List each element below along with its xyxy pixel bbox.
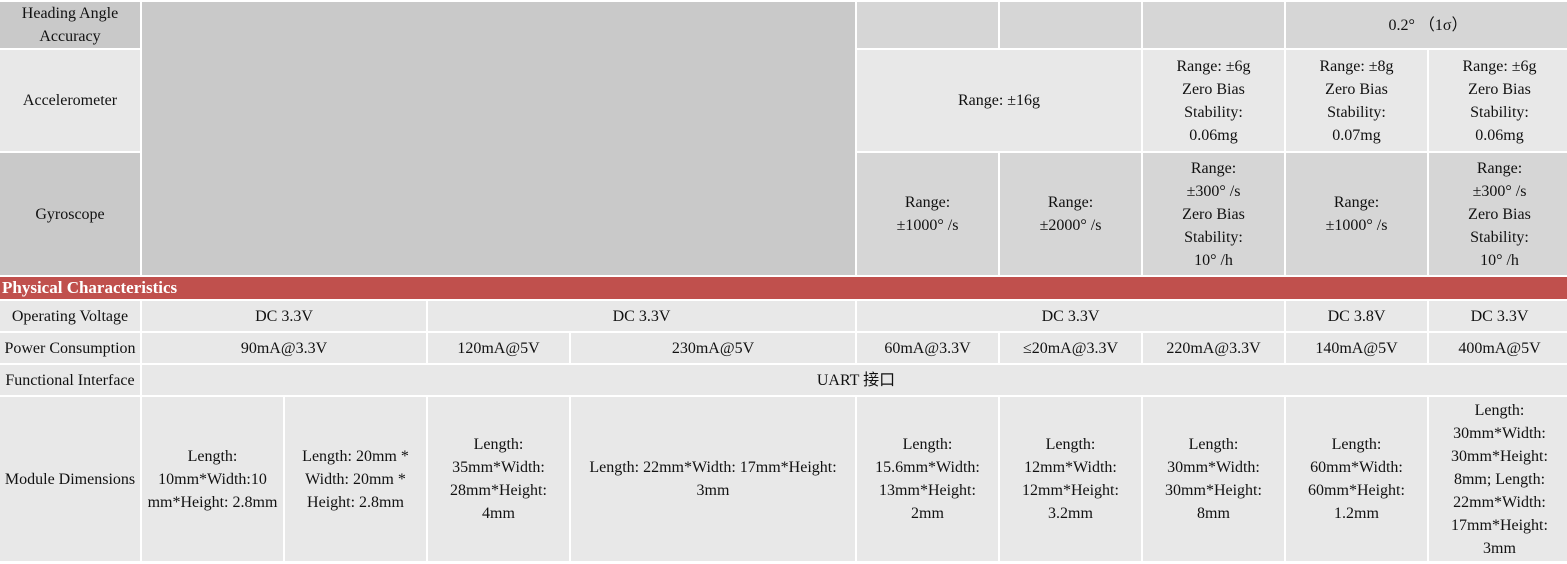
power-value-6: 220mA@3.3V: [1143, 333, 1284, 363]
heading-cell-5: [857, 2, 998, 48]
text-line: Zero Bias: [1468, 205, 1531, 223]
text-line: 10° /h: [1194, 251, 1233, 269]
text-line: Range:: [904, 194, 951, 211]
dimensions-value-7: Length: 30mm*Width: 30mm*Height: 8mm: [1143, 397, 1284, 561]
text-line: ±2000° /s: [1039, 217, 1102, 234]
dimensions-value-8: Length: 60mm*Width: 60mm*Height: 1.2mm: [1286, 397, 1427, 561]
text-line: ±1000° /s: [1325, 217, 1388, 234]
text-line: Range:: [1476, 159, 1523, 177]
row-label-gyroscope: Gyroscope: [0, 153, 140, 275]
text-line: Range:: [1333, 194, 1380, 211]
row-label-accelerometer: Accelerometer: [0, 50, 140, 151]
table-row-interface: Functional Interface UART 接口: [0, 365, 1567, 395]
dimensions-value-3: Length: 35mm*Width: 28mm*Height: 4mm: [428, 397, 569, 561]
accelerometer-cell-9: Range: ±6g Zero Bias Stability: 0.06mg: [1429, 50, 1567, 151]
voltage-value-3: DC 3.3V: [857, 301, 1284, 331]
text-line: Stability:: [1184, 228, 1243, 246]
power-value-3: 230mA@5V: [571, 333, 855, 363]
dimensions-value-4: Length: 22mm*Width: 17mm*Height: 3mm: [571, 397, 855, 561]
interface-value: UART 接口: [142, 365, 1567, 395]
voltage-value-5: DC 3.3V: [1429, 301, 1567, 331]
table-row-accelerometer: Accelerometer Range: ±16g Range: ±6g Zer…: [0, 50, 1567, 151]
text-line: Range: ±6g: [1462, 57, 1537, 75]
accelerometer-range-16g: Range: ±16g: [857, 50, 1141, 151]
table-row-power: Power Consumption 90mA@3.3V 120mA@5V 230…: [0, 333, 1567, 363]
dimensions-value-6: Length: 12mm*Width: 12mm*Height: 3.2mm: [1000, 397, 1141, 561]
voltage-value-2: DC 3.3V: [428, 301, 855, 331]
gyroscope-cell-6: Range: ±2000° /s: [1000, 153, 1141, 275]
text-line: Stability:: [1470, 103, 1529, 121]
row-label-heading: Heading Angle Accuracy: [0, 2, 140, 48]
text-line: ±300° /s: [1472, 182, 1527, 200]
text-line: Range: ±8g: [1319, 57, 1394, 75]
accelerometer-cell-7: Range: ±6g Zero Bias Stability: 0.06mg: [1143, 50, 1284, 151]
section-row: Physical Characteristics: [0, 277, 1567, 299]
text-line: 0.07mg: [1332, 126, 1381, 144]
dimensions-value-5: Length: 15.6mm*Width: 13mm*Height: 2mm: [857, 397, 998, 561]
heading-cell-7: [1143, 2, 1284, 48]
heading-cell-6: [1000, 2, 1141, 48]
gyroscope-cell-5: Range: ±1000° /s: [857, 153, 998, 275]
power-value-2: 120mA@5V: [428, 333, 569, 363]
heading-value: 0.2° （1σ）: [1286, 2, 1567, 48]
text-line: Range:: [1047, 194, 1094, 211]
text-line: Stability:: [1327, 103, 1386, 121]
text-line: 10° /h: [1480, 251, 1519, 269]
text-line: Zero Bias: [1182, 80, 1245, 98]
table-row-dimensions: Module Dimensions Length: 10mm*Width:10 …: [0, 397, 1567, 561]
text-line: Stability:: [1470, 228, 1529, 246]
row-label-power: Power Consumption: [0, 333, 140, 363]
row-label-dimensions: Module Dimensions: [0, 397, 140, 561]
text-line: Range: ±6g: [1176, 57, 1251, 75]
table-row-voltage: Operating Voltage DC 3.3V DC 3.3V DC 3.3…: [0, 301, 1567, 331]
table-row-heading: Heading Angle Accuracy 0.2° （1σ）: [0, 2, 1567, 275]
text-line: Stability:: [1184, 103, 1243, 121]
text-line: 0.06mg: [1189, 126, 1238, 144]
power-value-8: 400mA@5V: [1429, 333, 1567, 363]
gyroscope-cell-7: Range: ±300° /s Zero Bias Stability: 10°…: [1143, 153, 1284, 275]
text-line: Zero Bias: [1468, 80, 1531, 98]
table-row-gyroscope: Gyroscope Range: ±1000° /s Range: ±2000°…: [0, 153, 1567, 275]
row-label-voltage: Operating Voltage: [0, 301, 140, 331]
dimensions-value-9: Length: 30mm*Width: 30mm*Height: 8mm; Le…: [1429, 397, 1567, 561]
blank-merged-area: [142, 2, 855, 275]
power-value-5: ≤20mA@3.3V: [1000, 333, 1141, 363]
text-line: Zero Bias: [1182, 205, 1245, 223]
text-line: ±300° /s: [1186, 182, 1241, 200]
gyroscope-cell-9: Range: ±300° /s Zero Bias Stability: 10°…: [1429, 153, 1567, 275]
dimensions-value-1: Length: 10mm*Width:10 mm*Height: 2.8mm: [142, 397, 283, 561]
text-line: 0.06mg: [1475, 126, 1524, 144]
voltage-value-1: DC 3.3V: [142, 301, 426, 331]
power-value-1: 90mA@3.3V: [142, 333, 426, 363]
dimensions-value-2: Length: 20mm * Width: 20mm * Height: 2.8…: [285, 397, 426, 561]
section-title: Physical Characteristics: [0, 277, 1567, 299]
accelerometer-cell-8: Range: ±8g Zero Bias Stability: 0.07mg: [1286, 50, 1427, 151]
gyroscope-cell-8: Range: ±1000° /s: [1286, 153, 1427, 275]
voltage-value-4: DC 3.8V: [1286, 301, 1427, 331]
row-label-interface: Functional Interface: [0, 365, 140, 395]
power-value-7: 140mA@5V: [1286, 333, 1427, 363]
text-line: Range:: [1190, 159, 1237, 177]
text-line: ±1000° /s: [896, 217, 959, 234]
text-line: Zero Bias: [1325, 80, 1388, 98]
power-value-4: 60mA@3.3V: [857, 333, 998, 363]
